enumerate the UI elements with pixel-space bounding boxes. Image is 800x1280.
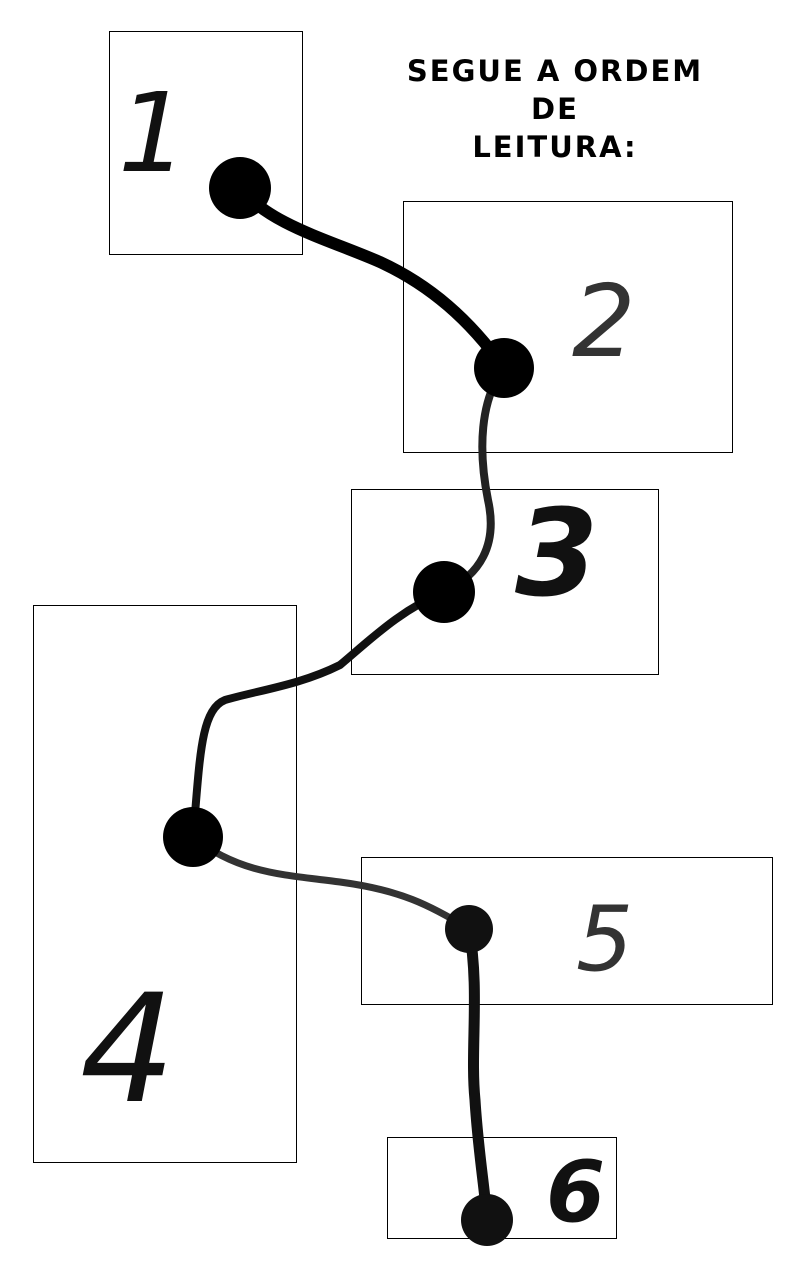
dot-6 (461, 1194, 513, 1246)
panel-number-5: 5 (576, 887, 634, 992)
panel-1 (109, 31, 303, 255)
panel-3 (351, 489, 659, 675)
panel-number-2: 2 (572, 263, 636, 380)
title-line-2: DE (531, 92, 579, 126)
panel-number-1: 1 (118, 69, 188, 197)
path-1-2 (234, 182, 510, 374)
path-4-5 (189, 833, 473, 933)
path-3-4 (189, 588, 448, 841)
panel-number-3: 3 (515, 485, 599, 624)
path-2-3 (440, 364, 508, 596)
panel-number-6: 6 (546, 1143, 606, 1242)
dot-1 (209, 157, 271, 219)
panel-5 (361, 857, 773, 1005)
panel-2 (403, 201, 733, 453)
reading-order-title: SEGUE A ORDEM DE LEITURA: (395, 52, 715, 166)
panel-4 (33, 605, 297, 1163)
dot-3 (413, 561, 475, 623)
title-line-1: SEGUE A ORDEM (406, 54, 704, 88)
title-line-3: LEITURA: (472, 130, 638, 164)
dot-5 (445, 905, 493, 953)
dot-2 (474, 338, 534, 398)
dot-4 (163, 807, 223, 867)
panel-number-4: 4 (80, 963, 176, 1137)
path-5-6 (463, 923, 493, 1226)
